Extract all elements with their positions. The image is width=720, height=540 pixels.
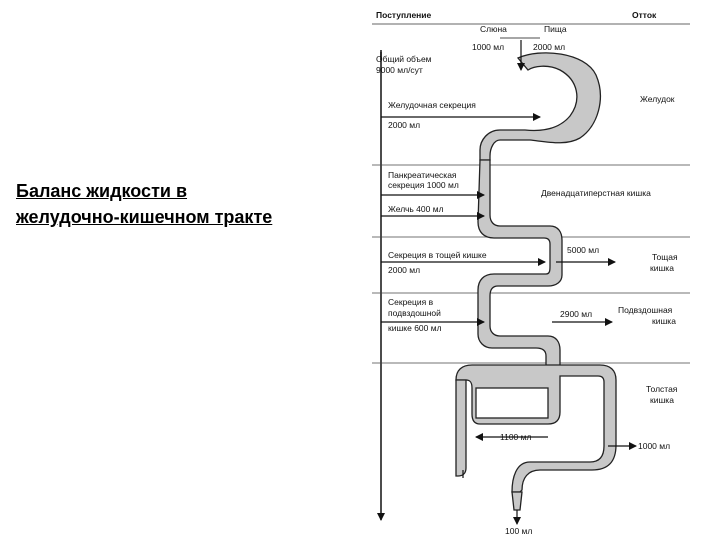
ileum-secretion-line-3: кишке 600 мл <box>388 323 442 333</box>
ileum-label-1: Подвздошная <box>618 305 673 315</box>
header-outflow: Отток <box>632 10 657 20</box>
colon-label-1: Толстая <box>646 384 678 394</box>
total-line-2: 9000 мл/сут <box>376 65 423 75</box>
title-line-2: желудочно-кишечном тракте <box>16 207 273 227</box>
saliva-ml: 1000 мл <box>472 42 504 52</box>
jejunum-ml: 2000 мл <box>388 265 420 275</box>
title-line-1: Баланс жидкости в <box>16 181 188 201</box>
colon-absorption: 1100 мл <box>500 432 531 442</box>
food-ml: 2000 мл <box>533 42 565 52</box>
saliva-label: Слюна <box>480 24 507 34</box>
colon-inner-space <box>475 387 549 419</box>
jejunum-label-1: Тощая <box>652 252 678 262</box>
jejunum-label-2: кишка <box>650 263 674 273</box>
colon-descending <box>455 379 467 477</box>
gastric-secretion-label: Желудочная секреция <box>388 100 476 110</box>
header-intake: Поступление <box>376 10 432 20</box>
slide-title: Баланс жидкости в желудочно-кишечном тра… <box>16 178 361 230</box>
gastric-ml: 2000 мл <box>388 120 420 130</box>
duodenum-label: Двенадцатиперстная кишка <box>541 188 651 198</box>
stomach-label: Желудок <box>640 94 675 104</box>
total-line-1: Общий объем <box>376 54 432 64</box>
colon-outer <box>455 364 617 493</box>
feces-ml: 100 мл <box>505 526 532 536</box>
stomach <box>479 52 601 161</box>
food-label: Пища <box>544 24 567 34</box>
jejunum-secretion-label: Секреция в тощей кишке <box>388 250 487 260</box>
pancreatic-line-1: Панкреатическая <box>388 170 457 180</box>
ileum-secretion-line-1: Секреция в <box>388 297 434 307</box>
jejunum-absorption: 5000 мл <box>567 245 599 255</box>
gi-tract <box>455 52 617 511</box>
colon-label-2: кишка <box>650 395 674 405</box>
ileum-absorption: 2900 мл <box>560 309 592 319</box>
bile-label: Желчь 400 мл <box>388 204 444 214</box>
colon-outflow: 1000 мл <box>638 441 670 451</box>
pancreatic-line-2: секреция 1000 мл <box>388 180 459 190</box>
ileum-label-2: кишка <box>652 316 676 326</box>
rectum <box>511 491 523 511</box>
ileum-secretion-line-2: подвздошной <box>388 308 441 318</box>
